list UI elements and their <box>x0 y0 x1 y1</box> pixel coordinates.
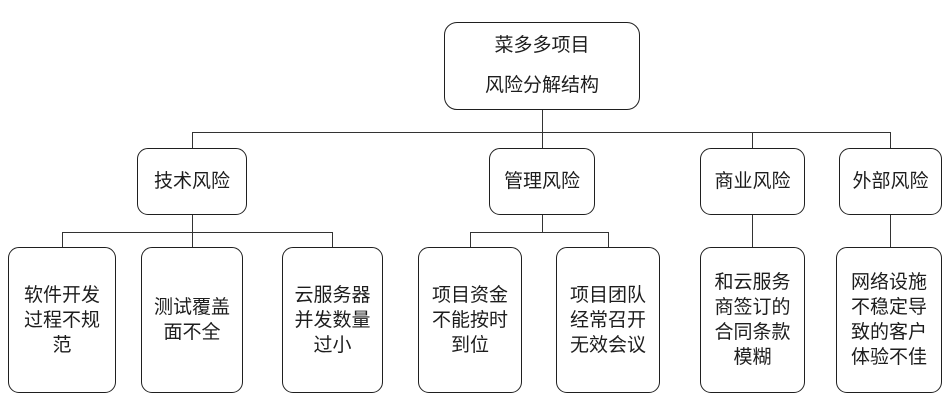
connector-technical-down <box>192 215 193 232</box>
node-leaf-server-concurrency-label: 云服务器 并发数量 过小 <box>294 284 371 356</box>
connector-drop-technical <box>192 132 193 148</box>
node-external-risk-label: 外部风险 <box>852 171 929 192</box>
node-external-risk: 外部风险 <box>839 148 942 215</box>
node-leaf-network-instability-label: 网络设施 不稳定导 致的客户 体验不佳 <box>850 272 927 368</box>
node-leaf-test-coverage: 测试覆盖 面不全 <box>141 247 243 393</box>
connector-level1-bus <box>192 132 890 133</box>
node-leaf-ineffective-meetings-label: 项目团队 经常召开 无效会议 <box>569 284 646 356</box>
connector-drop-leaf-testing <box>192 232 193 247</box>
node-root-risk-breakdown: 菜多多项目 风险分解结构 <box>444 22 640 110</box>
connector-technical-bus <box>62 232 332 233</box>
node-leaf-vague-contract: 和云服务 商签订的 合同条款 模糊 <box>700 247 805 393</box>
connector-drop-external <box>890 132 891 148</box>
node-leaf-project-funding: 项目资金 不能按时 到位 <box>418 247 522 393</box>
node-leaf-software-process: 软件开发 过程不规 范 <box>8 247 116 393</box>
node-root-label: 菜多多项目 风险分解结构 <box>484 35 599 96</box>
node-commercial-risk: 商业风险 <box>700 148 805 215</box>
connector-management-down <box>542 215 543 232</box>
node-leaf-ineffective-meetings: 项目团队 经常召开 无效会议 <box>556 247 660 393</box>
connector-drop-leaf-server <box>332 232 333 247</box>
node-commercial-risk-label: 商业风险 <box>714 171 791 192</box>
connector-drop-leaf-meetings <box>608 232 609 247</box>
connector-drop-management <box>542 132 543 148</box>
node-leaf-project-funding-label: 项目资金 不能按时 到位 <box>431 284 508 356</box>
node-technical-risk-label: 技术风险 <box>153 171 230 192</box>
connector-drop-leaf-software <box>62 232 63 247</box>
node-leaf-network-instability: 网络设施 不稳定导 致的客户 体验不佳 <box>836 247 942 393</box>
connector-root-vertical <box>542 110 543 132</box>
node-management-risk-label: 管理风险 <box>503 171 580 192</box>
connector-drop-commercial <box>752 132 753 148</box>
node-management-risk: 管理风险 <box>489 148 595 215</box>
node-leaf-software-process-label: 软件开发 过程不规 范 <box>23 284 100 356</box>
connector-drop-leaf-funding <box>470 232 471 247</box>
node-leaf-server-concurrency: 云服务器 并发数量 过小 <box>282 247 383 393</box>
node-leaf-test-coverage-label: 测试覆盖 面不全 <box>153 297 230 343</box>
node-leaf-vague-contract-label: 和云服务 商签订的 合同条款 模糊 <box>714 272 791 368</box>
node-technical-risk: 技术风险 <box>137 148 247 215</box>
connector-management-bus <box>470 232 608 233</box>
connector-commercial-down <box>752 215 753 247</box>
connector-external-down <box>890 215 891 247</box>
